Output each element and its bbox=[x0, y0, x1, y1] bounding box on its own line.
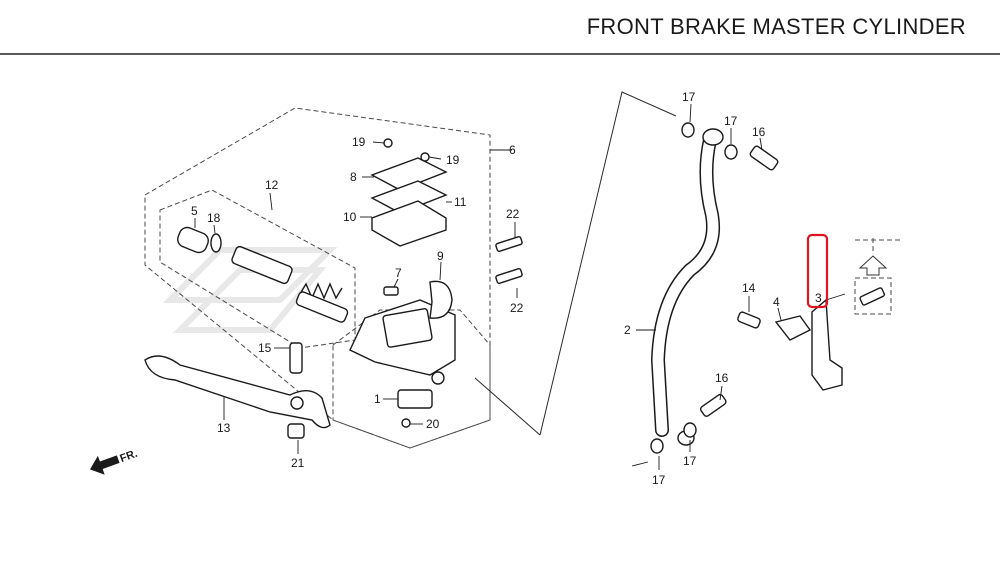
callout-16: 16 bbox=[715, 371, 729, 385]
callout-17: 17 bbox=[652, 473, 666, 487]
part-19-screw bbox=[383, 138, 393, 148]
part-21-nut bbox=[287, 423, 305, 439]
callout-3: 3 bbox=[815, 291, 822, 305]
part-15-pivot-bolt bbox=[289, 342, 303, 374]
leader-lines bbox=[194, 103, 846, 470]
part-14-bolt bbox=[737, 311, 761, 329]
hose-group-bracket bbox=[539, 91, 677, 436]
callout-19: 19 bbox=[446, 153, 460, 167]
callout-15: 15 bbox=[258, 341, 272, 355]
callout-8: 8 bbox=[350, 170, 357, 184]
callout-18: 18 bbox=[207, 211, 221, 225]
part-7-bolt bbox=[383, 286, 399, 296]
part-12-piston-kit bbox=[231, 245, 349, 323]
part-callouts: 17 17 16 12 5 18 19 19 6 8 11 10 7 9 22 … bbox=[191, 90, 822, 487]
part-20-screw bbox=[401, 418, 411, 428]
assembly-frame-inner bbox=[332, 309, 491, 449]
callout-9: 9 bbox=[437, 249, 444, 263]
callout-16: 16 bbox=[752, 125, 766, 139]
part-3-hose-bracket bbox=[811, 298, 843, 391]
callout-22: 22 bbox=[510, 301, 524, 315]
part-16-banjo-bolt bbox=[749, 145, 779, 171]
highlight-box bbox=[806, 233, 829, 309]
part-9-holder bbox=[429, 280, 453, 319]
front-direction-arrow-icon: FR. bbox=[90, 448, 139, 475]
callout-20: 20 bbox=[426, 417, 440, 431]
part-19-screw bbox=[420, 152, 430, 162]
callout-13: 13 bbox=[217, 421, 231, 435]
part-17-washer bbox=[681, 122, 695, 138]
part-22-bolt bbox=[495, 267, 523, 285]
front-direction-label: FR. bbox=[118, 448, 139, 465]
part-6-master-cylinder-body bbox=[349, 299, 456, 385]
callout-17: 17 bbox=[682, 90, 696, 104]
part-10-diaphragm bbox=[371, 200, 447, 247]
part-13-brake-lever bbox=[144, 355, 331, 429]
callout-14: 14 bbox=[742, 281, 756, 295]
callout-10: 10 bbox=[343, 210, 357, 224]
assembly-frame-outer bbox=[144, 107, 491, 449]
part-16-banjo-bolt bbox=[699, 393, 727, 417]
callout-17: 17 bbox=[724, 114, 738, 128]
part-17-washer bbox=[650, 438, 664, 454]
up-arrow-icon bbox=[858, 255, 888, 276]
callout-11: 11 bbox=[454, 195, 467, 209]
callout-19: 19 bbox=[352, 135, 366, 149]
part-1-stop-switch bbox=[397, 389, 433, 409]
callout-4: 4 bbox=[773, 295, 780, 309]
part-11-plate bbox=[370, 180, 448, 214]
callout-7: 7 bbox=[395, 266, 402, 280]
callout-12: 12 bbox=[265, 178, 279, 192]
callout-17: 17 bbox=[683, 454, 697, 468]
part-4-clamp bbox=[774, 315, 812, 341]
diagram-title: FRONT BRAKE MASTER CYLINDER bbox=[586, 14, 966, 39]
optional-bolt bbox=[859, 287, 886, 306]
part-5-boot bbox=[177, 226, 209, 254]
part-17-washer bbox=[683, 422, 697, 438]
part-17-washer bbox=[724, 144, 738, 160]
callout-1: 1 bbox=[374, 392, 381, 406]
callout-2: 2 bbox=[624, 323, 631, 337]
callout-22: 22 bbox=[506, 207, 520, 221]
part-22-bolt bbox=[495, 235, 523, 253]
title-divider bbox=[0, 53, 1000, 55]
callout-21: 21 bbox=[291, 456, 305, 470]
callout-5: 5 bbox=[191, 204, 198, 218]
watermark-logo bbox=[162, 247, 338, 333]
optional-bolt-box bbox=[854, 277, 892, 315]
part-8-cap bbox=[370, 157, 448, 191]
part-18-clip bbox=[210, 233, 222, 253]
callout-6: 6 bbox=[509, 143, 516, 157]
